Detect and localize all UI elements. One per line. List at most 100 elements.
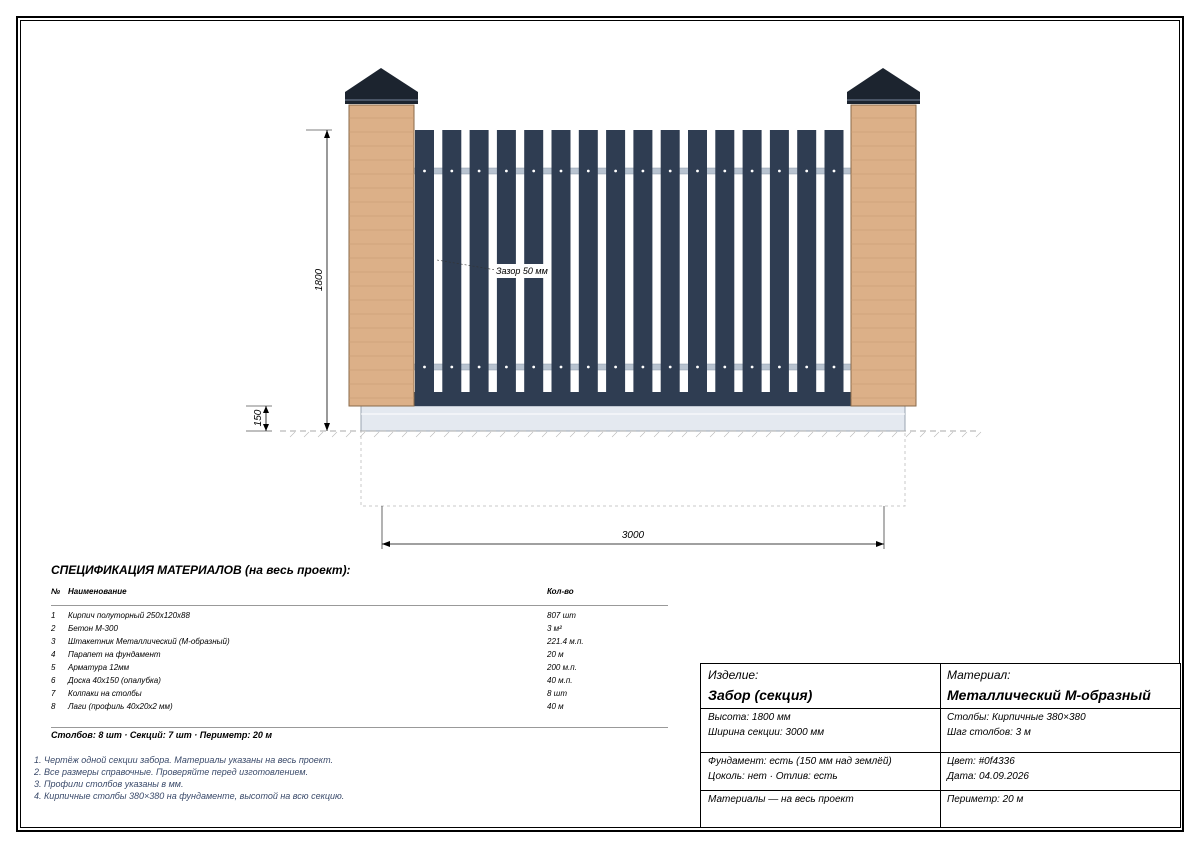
left-pillar-body: [348, 104, 415, 407]
section-width-field: Ширина секции: 3000 мм: [708, 727, 825, 738]
ground-hatch-line: [765, 431, 772, 438]
ground-hatch-line: [751, 431, 758, 438]
right-cap-roof: [847, 68, 920, 92]
screw-icon: [586, 365, 590, 369]
ground-hatch-line: [877, 431, 884, 438]
note-item: 2. Все размеры справочные. Проверяйте пе…: [34, 767, 309, 777]
spec-header-qty: Кол-во: [547, 587, 574, 596]
gap-label-bg: [494, 264, 548, 278]
ground-hatch-line: [345, 431, 352, 438]
note-item: 3. Профили столбов указаны в мм.: [34, 779, 184, 789]
picket: [442, 130, 462, 392]
row-name: Парапет на фундамент: [68, 650, 161, 659]
picket: [606, 130, 626, 392]
plinth-dimension: 150: [246, 405, 272, 432]
pickets-group: [415, 130, 844, 392]
ground-hatch-line: [611, 431, 618, 438]
screw-icon: [559, 169, 563, 173]
picket: [742, 130, 762, 392]
plinth-arrow-top: [263, 406, 269, 413]
table-row: 8 Лаги (профиль 40x20x2 мм) 40 м: [51, 702, 668, 715]
ground-hatch-line: [695, 431, 702, 438]
screw-icon: [532, 169, 536, 173]
row-num: 1: [51, 611, 56, 620]
right-cap-rim: [847, 99, 920, 101]
screw-icon: [750, 169, 754, 173]
screw-icon: [505, 365, 508, 369]
screw-icon: [559, 365, 563, 369]
color-field: Цвет: #0f4336: [947, 756, 1015, 767]
spec-title: СПЕЦИФИКАЦИЯ МАТЕРИАЛОВ (на весь проект)…: [51, 563, 351, 577]
row-qty: 3 м²: [547, 624, 562, 633]
picket: [578, 130, 598, 392]
notes-list: 1. Чертёж одной секции забора. Материалы…: [34, 754, 344, 802]
ground-hatch-line: [387, 431, 394, 438]
ground-hatch-line: [961, 431, 968, 438]
screw-icon: [750, 365, 754, 369]
ground-hatch-line: [583, 431, 590, 438]
height-arrow-top: [324, 130, 330, 138]
row-num: 5: [51, 663, 56, 672]
screw-icon: [723, 169, 727, 173]
screw-icon: [696, 169, 699, 173]
row-name: Колпаки на столбы: [68, 689, 142, 698]
ground-hatch-line: [443, 431, 450, 438]
materials-note-field: Материалы — на весь проект: [708, 794, 854, 805]
row-num: 2: [51, 624, 56, 633]
spec-summary-divider: [51, 727, 668, 728]
plinth-arrow-bottom: [263, 424, 269, 431]
title-block-divider: [701, 790, 1180, 791]
picket: [469, 130, 489, 392]
left-pillar-bricks: [349, 117, 414, 399]
ground-hatch-line: [597, 431, 604, 438]
screw-icon: [805, 365, 809, 369]
picket: [415, 130, 434, 392]
screw-icon: [423, 365, 426, 369]
ground-hatch-line: [289, 431, 296, 438]
row-num: 3: [51, 637, 56, 646]
outer-frame: [16, 16, 1184, 832]
left-cap-rim: [345, 99, 418, 101]
ground-hatch-line: [681, 431, 688, 438]
ground-hatch-line: [779, 431, 786, 438]
ground-hatch-line: [723, 431, 730, 438]
right-pillar-bricks: [851, 117, 916, 399]
height-dim-label: 1800: [314, 268, 325, 291]
right-cap-base: [847, 92, 920, 104]
ground-hatch-line: [303, 431, 310, 438]
picket: [633, 130, 653, 392]
post-step-field: Шаг столбов: 3 м: [947, 727, 1031, 738]
table-row: 1 Кирпич полуторный 250x120x88 807 шт: [51, 611, 668, 624]
picket: [551, 130, 571, 392]
left-cap-roof: [345, 68, 418, 92]
ground-hatch-line: [359, 431, 366, 438]
screw-icon: [696, 365, 699, 369]
width-dim-label: 3000: [622, 530, 645, 541]
screw-icon: [477, 169, 481, 173]
ground-hatch-line: [905, 431, 912, 438]
material-label: Материал:: [947, 668, 1011, 682]
picket: [524, 130, 544, 392]
product-label: Изделие:: [708, 668, 759, 682]
screw-icon: [668, 365, 672, 369]
material-value: Металлический М-образный: [947, 687, 1151, 703]
ground-hatch-line: [401, 431, 408, 438]
spec-header-name: Наименование: [68, 587, 127, 596]
ground-hatch-line: [485, 431, 492, 438]
screw-icon: [532, 365, 536, 369]
row-qty: 200 м.п.: [547, 663, 577, 672]
ground-hatch-line: [429, 431, 436, 438]
ground-hatch-line: [457, 431, 464, 438]
row-name: Доска 40x150 (опалубка): [68, 676, 161, 685]
screw-icon: [505, 169, 508, 173]
table-row: 3 Штакетник Металлический (М-образный) 2…: [51, 637, 668, 650]
foundation-outline: [360, 430, 906, 507]
gap-label: Зазор 50 мм: [496, 266, 548, 276]
spec-header-num: №: [51, 587, 61, 596]
bottom-base-strip: [414, 392, 852, 406]
ground-hatch-line: [527, 431, 534, 438]
table-row: 6 Доска 40x150 (опалубка) 40 м.п.: [51, 676, 668, 689]
screw-icon: [614, 169, 617, 173]
ground-hatch-line: [821, 431, 828, 438]
